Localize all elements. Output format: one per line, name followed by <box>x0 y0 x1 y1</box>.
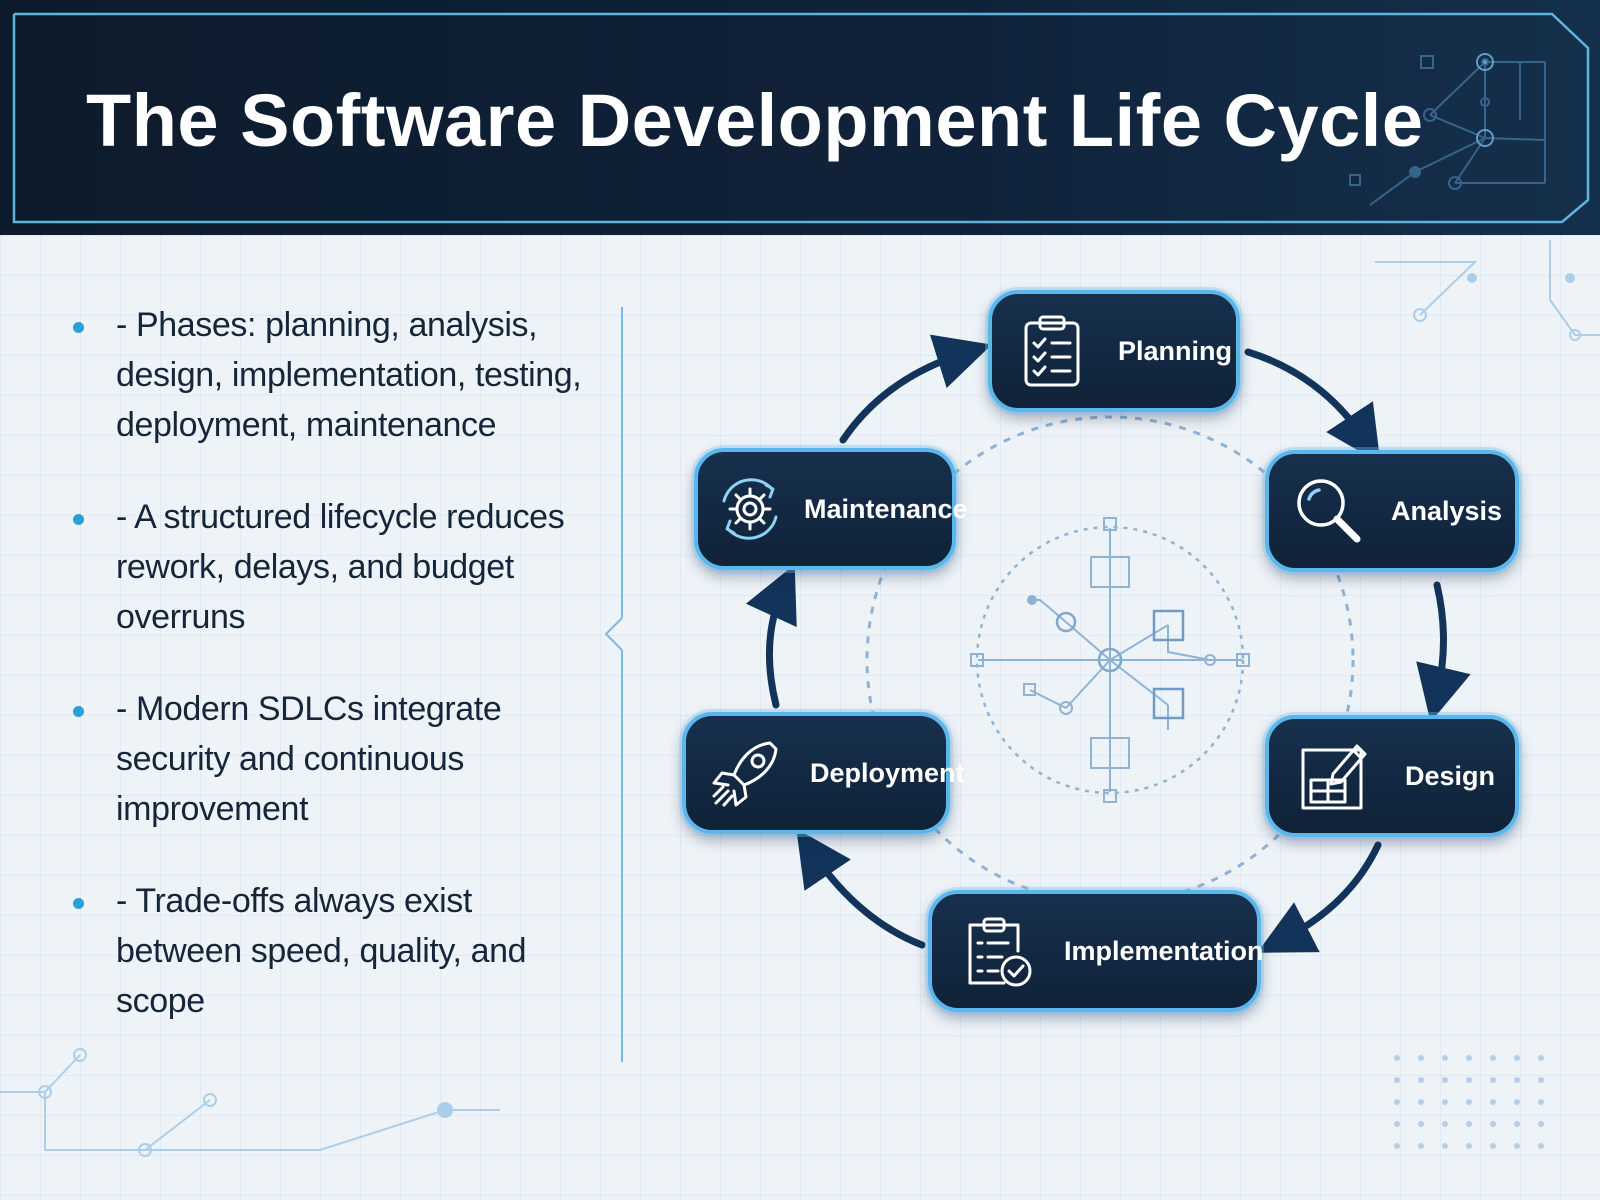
arrow-planning-to-analysis <box>1244 348 1381 464</box>
magnifier-icon <box>1297 479 1361 543</box>
bullet-dot <box>73 706 84 717</box>
network-hub-icon <box>970 517 1250 803</box>
section-divider <box>604 307 623 1062</box>
bullet-dot <box>73 322 84 333</box>
bullet-text: - Trade-offs always exist between speed,… <box>116 882 527 1020</box>
clipboard-checklist-icon <box>1024 315 1080 387</box>
cycle-arrows <box>745 334 1471 953</box>
gear-cycle-icon <box>722 478 778 540</box>
phase-planning[interactable]: Planning <box>988 290 1240 412</box>
phase-label: Maintenance <box>804 493 968 524</box>
phase-maintenance[interactable]: Maintenance <box>694 448 968 570</box>
page-title: The Software Development Life Cycle <box>86 79 1424 162</box>
phase-deployment[interactable]: Deployment <box>682 712 965 834</box>
dot-grid <box>1394 1055 1544 1149</box>
bullet-text: - Modern SDLCs integrate security and co… <box>116 690 502 828</box>
list-item: - Trade-offs always exist between speed,… <box>60 876 600 1026</box>
phase-implementation[interactable]: Implementation <box>928 890 1264 1012</box>
list-item: - Modern SDLCs integrate security and co… <box>60 684 600 834</box>
circuit-network-icon <box>1349 53 1546 206</box>
rocket-icon <box>712 741 778 807</box>
phase-label: Implementation <box>1064 935 1264 966</box>
title-banner: The Software Development Life Cycle <box>0 0 1600 235</box>
phase-label: Analysis <box>1391 495 1503 526</box>
phase-design[interactable]: Design <box>1265 715 1519 837</box>
arrow-design-to-implementation <box>1257 841 1382 953</box>
arrow-implementation-to-deployment <box>796 828 926 949</box>
phase-label: Deployment <box>810 757 965 788</box>
list-item: - A structured lifecycle reduces rework,… <box>60 492 600 642</box>
arrow-deployment-to-maintenance <box>745 564 797 709</box>
list-item: - Phases: planning, analysis, design, im… <box>60 300 600 450</box>
bullet-text: - A structured lifecycle reduces rework,… <box>116 498 565 636</box>
header-frame <box>12 12 1590 224</box>
design-pencil-icon <box>1301 744 1367 810</box>
arrow-maintenance-to-planning <box>839 334 992 444</box>
bullet-dot <box>73 898 84 909</box>
clipboard-check-icon <box>968 917 1032 987</box>
phase-label: Design <box>1405 760 1496 791</box>
bullet-text: - Phases: planning, analysis, design, im… <box>116 306 582 444</box>
bullet-list: - Phases: planning, analysis, design, im… <box>60 300 600 1068</box>
phase-label: Planning <box>1118 335 1232 366</box>
arrow-analysis-to-design <box>1416 581 1471 723</box>
phase-analysis[interactable]: Analysis <box>1265 450 1519 572</box>
inner-dashed-ring <box>975 525 1245 795</box>
bullet-dot <box>73 514 84 525</box>
